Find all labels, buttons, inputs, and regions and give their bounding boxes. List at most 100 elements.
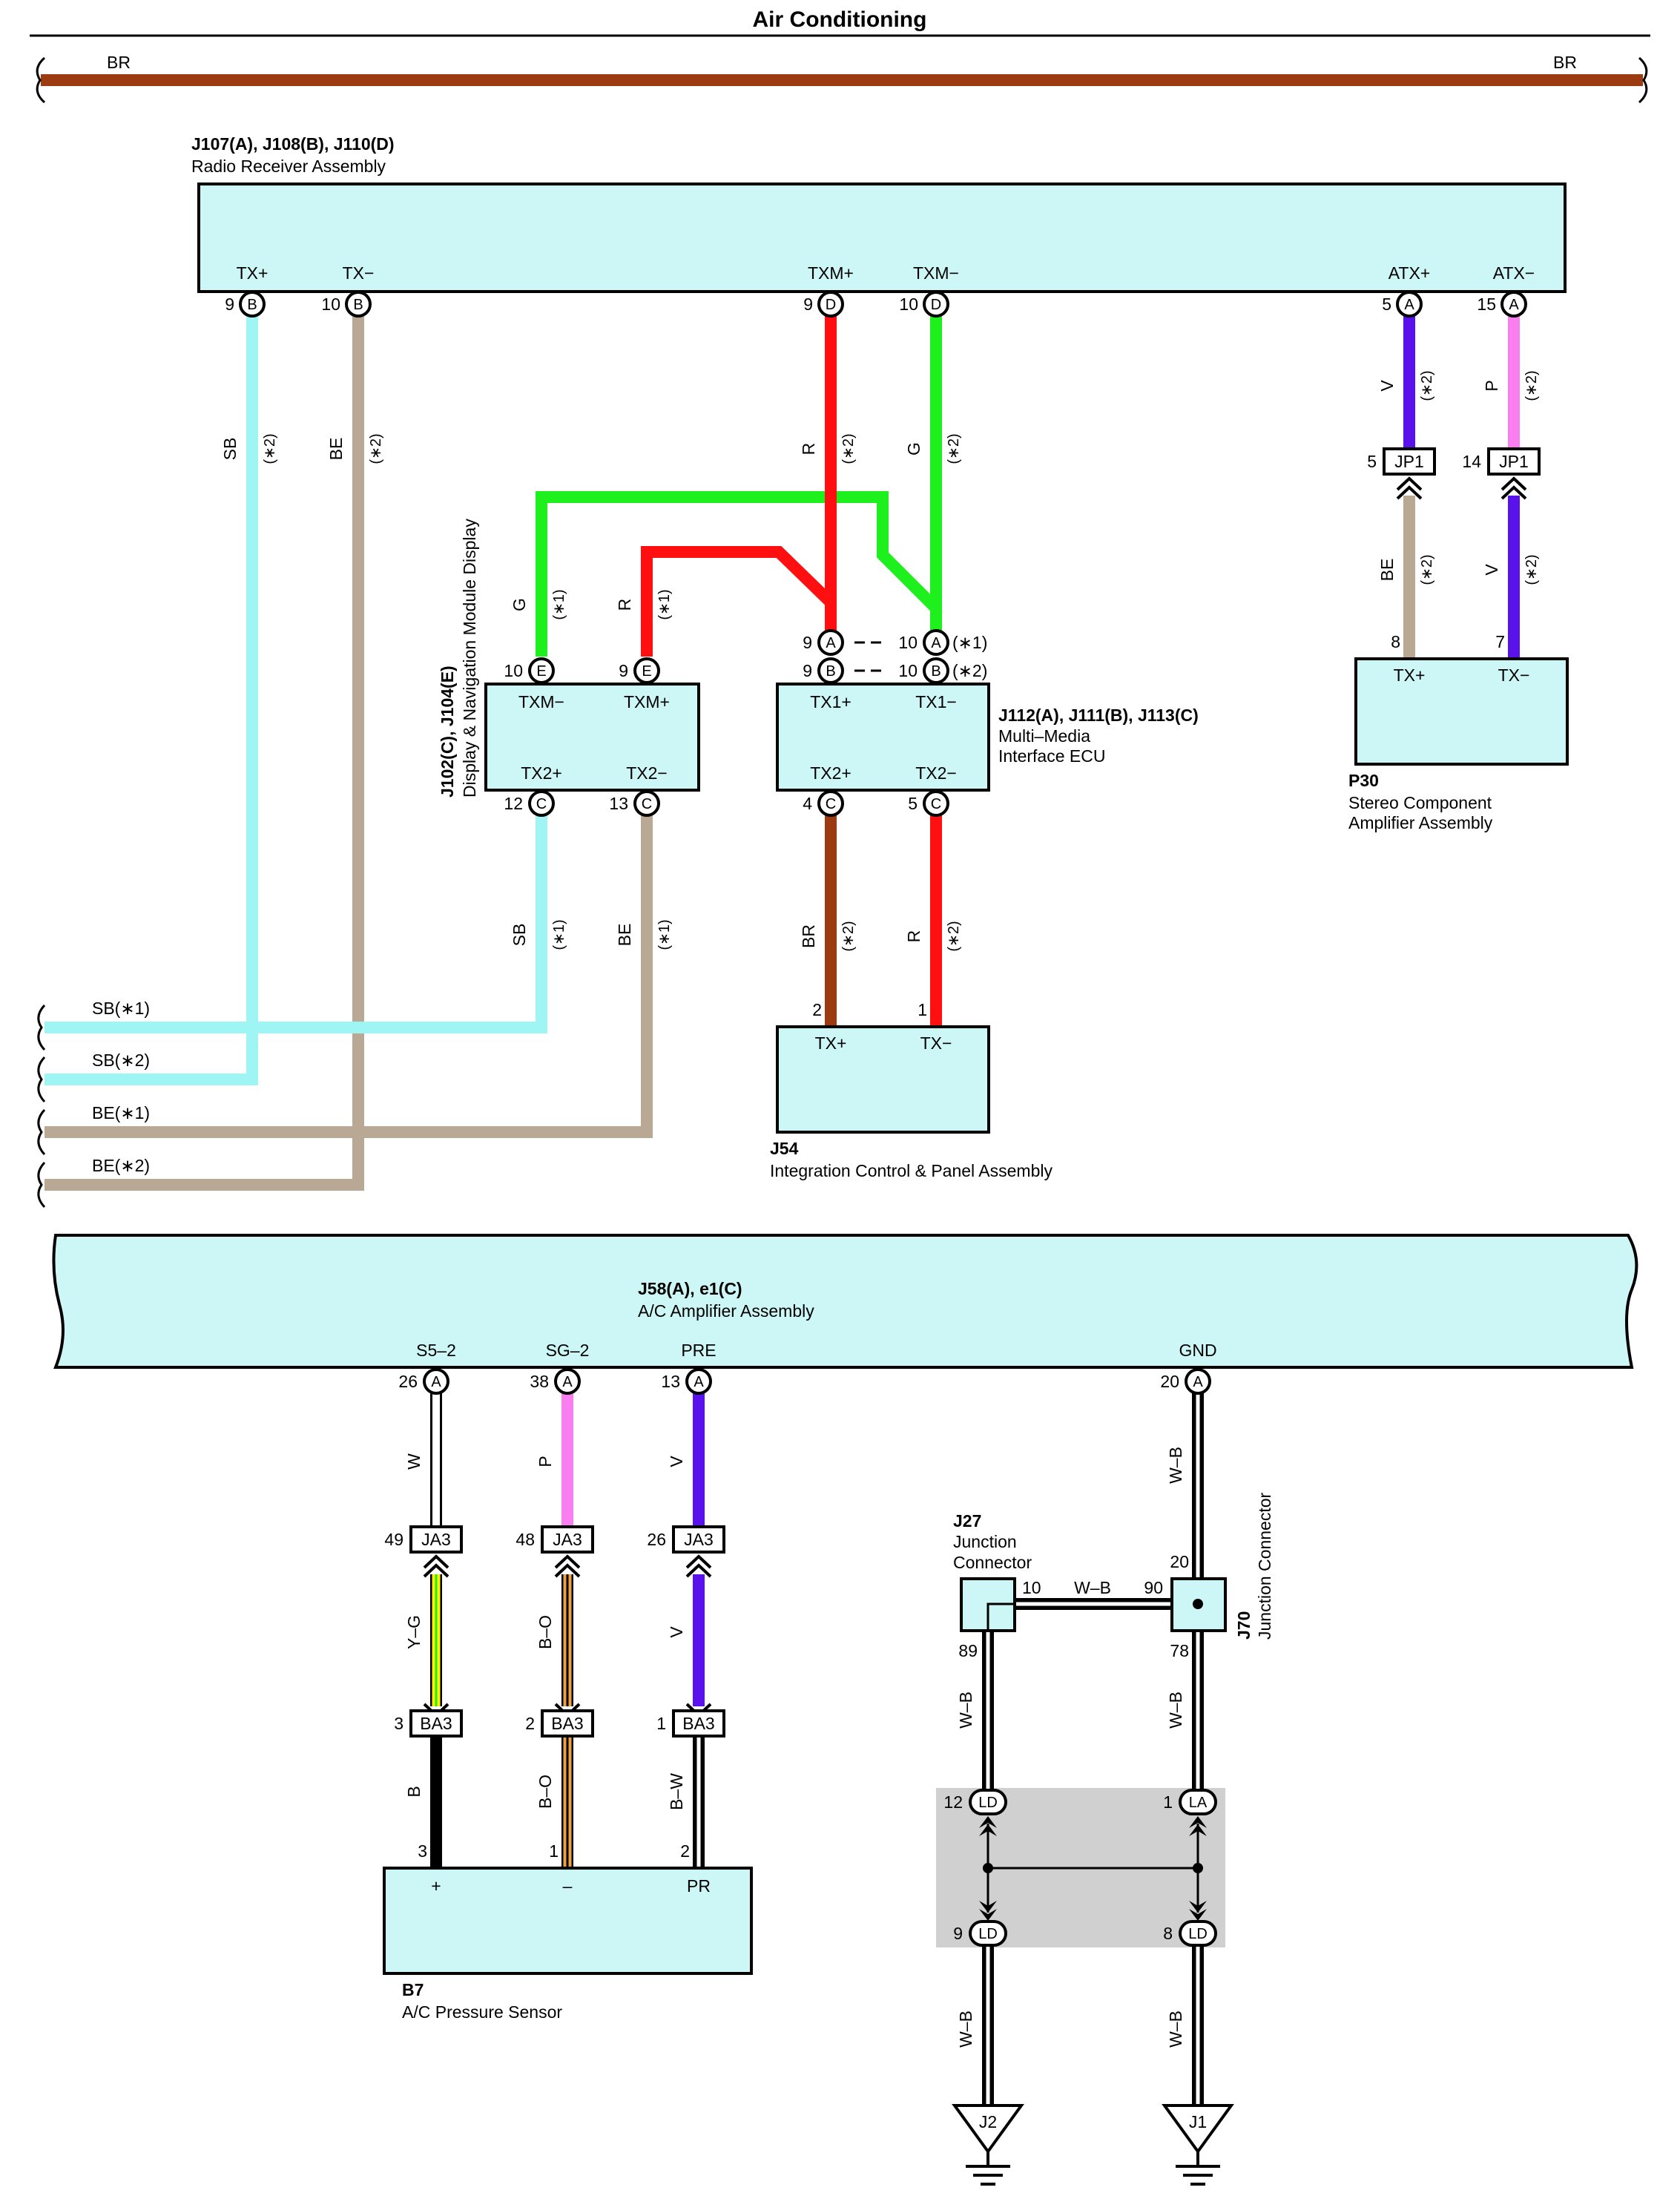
- jp1-pin-right: 14: [1462, 452, 1481, 471]
- ground-j1: J1: [1162, 2104, 1234, 2186]
- wire-label-sb1-color: SB: [510, 924, 529, 947]
- amp-name-1: Stereo Component: [1348, 793, 1492, 812]
- wire-label-be2-color: BE: [326, 438, 346, 461]
- wire-label-r1-note: (∗1): [656, 589, 673, 619]
- display-pin-conn-tx2p: C: [536, 796, 547, 812]
- wire-label-be2-note: (∗2): [368, 433, 384, 464]
- ground-label-j2: J2: [979, 2112, 997, 2131]
- ld-pin-bl: LD 9: [953, 1920, 1007, 1947]
- ac-amp-pin-num-s52: 26: [398, 1372, 418, 1391]
- wire-label-r2b-color: R: [904, 930, 923, 943]
- amp-pin-num-txp: 8: [1391, 632, 1400, 651]
- upper-wire-labels: SB (∗2) BE (∗2) R (∗2) G (∗2) V (∗2) P (…: [220, 370, 1540, 951]
- lower-wire-labels: W P V Y–G B–O V B B–O B–W: [404, 1453, 686, 1810]
- left-bus-label-be1: BE(∗1): [92, 1103, 150, 1122]
- left-bus-label-be2: BE(∗2): [92, 1156, 150, 1175]
- mmi-pin-note-b10: (∗2): [952, 661, 987, 680]
- mmi-pin-num-a10: 10: [898, 633, 918, 652]
- ac-amp-name: A/C Amplifier Assembly: [638, 1301, 814, 1321]
- mmi-pin-num-a9: 9: [803, 633, 812, 652]
- display-pin-conn-txmm: E: [536, 663, 546, 680]
- wire-label-wb-h: W–B: [1074, 1578, 1111, 1597]
- ld-pin-br: LD 8: [1163, 1920, 1217, 1947]
- mmi-pin-label-tx1p: TX1+: [810, 692, 851, 711]
- radio-pin-txmp: D 9: [803, 291, 844, 318]
- ac-amp-pin-num-gnd: 20: [1160, 1372, 1179, 1391]
- ba3-pin-2: 2: [525, 1714, 535, 1733]
- j70-id: J70: [1234, 1611, 1254, 1640]
- wire-label-bo-b: B–O: [536, 1775, 555, 1809]
- mmi-dash-lines: [854, 641, 881, 672]
- mmi-pin-num-tx2p: 4: [803, 794, 812, 813]
- mmi-pin-label-tx2m: TX2−: [915, 763, 957, 783]
- display-pin-conn-tx2m: C: [642, 796, 652, 812]
- mmi-pin-num-tx2m: 5: [908, 794, 918, 813]
- diagram-title: Air Conditioning: [753, 7, 927, 32]
- ac-amp-box: [52, 1234, 1638, 1369]
- j70-splice: [1193, 1599, 1203, 1609]
- wire-g-1: [536, 491, 942, 657]
- wire-label-w: W: [404, 1453, 424, 1470]
- ld-pin-conn-bl: LD: [978, 1926, 998, 1942]
- mmi-pin-label-tx2p: TX2+: [810, 763, 851, 783]
- j70-name: Junction Connector: [1255, 1492, 1274, 1640]
- jp1-pin-left: 5: [1367, 452, 1377, 471]
- radio-pin-conn-txmp: D: [826, 297, 836, 313]
- ld-pin-num-br: 8: [1163, 1924, 1173, 1943]
- radio-pin-txm: B 10: [321, 291, 372, 318]
- display-pin-label-txmm: TXM−: [518, 692, 564, 711]
- left-bus-label-sb1: SB(∗1): [92, 999, 150, 1018]
- ground-j2: J2: [952, 2104, 1024, 2186]
- ac-amp-pin-label-gnd: GND: [1179, 1341, 1216, 1360]
- sensor-id: B7: [402, 1980, 424, 1999]
- radio-receiver-id: J107(A), J108(B), J110(D): [191, 134, 395, 154]
- sensor-pin-label-plus: +: [431, 1876, 441, 1896]
- ac-amp-pin-num-pre: 13: [661, 1372, 680, 1391]
- wire-label-be1-color: BE: [615, 924, 634, 947]
- display-pin-txmm: E 10: [504, 657, 555, 684]
- radio-pin-conn-txp: B: [247, 297, 257, 313]
- wire-label-v-b: V: [667, 1626, 686, 1638]
- wb-labels: W–B W–B W–B W–B W–B: [956, 1447, 1185, 2048]
- ac-amp-pin-label-pre: PRE: [681, 1341, 716, 1360]
- wire-label-v2b-color: V: [1482, 564, 1501, 576]
- radio-pin-conn-txmm: D: [931, 297, 941, 313]
- ac-amp-pin-s52: A 26: [398, 1368, 449, 1395]
- ba3-pin-3: 1: [656, 1714, 666, 1733]
- ba3-connectors: BA3 BA3 BA3 3 2 1: [394, 1703, 725, 1738]
- mmi-pin-b10: B 10 (∗2): [898, 657, 987, 684]
- wire-label-yg: Y–G: [404, 1615, 424, 1649]
- wire-label-br2-color: BR: [799, 924, 818, 948]
- wire-label-wb-right2: W–B: [1166, 2011, 1185, 2048]
- mmi-pin-label-tx1m: TX1−: [915, 692, 957, 711]
- ac-amp-pin-conn-sg2: A: [562, 1374, 573, 1390]
- display-box: [484, 683, 700, 792]
- wire-sb-2: [45, 315, 258, 1085]
- radio-pin-conn-atxm: A: [1509, 297, 1519, 313]
- display-id: J102(C), J104(E): [438, 665, 457, 798]
- display-pin-txmp: E 9: [619, 657, 660, 684]
- top-bus-label-left: BR: [107, 53, 131, 72]
- wire-label-b: B: [404, 1786, 424, 1797]
- ac-amp-pin-label-s52: S5–2: [416, 1341, 456, 1360]
- jp1-label-left: JP1: [1394, 452, 1424, 471]
- ac-amp-id: J58(A), e1(C): [638, 1279, 742, 1298]
- mmi-pin-conn-a10: A: [931, 635, 941, 651]
- ba3-label-1: BA3: [420, 1714, 452, 1733]
- mmi-pin-a9: A 9: [803, 629, 844, 656]
- wire-label-wb-left2: W–B: [956, 2011, 975, 2048]
- amp-pin-num-txm: 7: [1495, 632, 1505, 651]
- ja3-pin-2: 48: [515, 1530, 535, 1549]
- ld-pin-num-tl: 12: [943, 1792, 963, 1812]
- ac-amp-pin-label-sg2: SG–2: [546, 1341, 590, 1360]
- wire-label-g1-note: (∗1): [551, 589, 567, 619]
- radio-pin-atxm: A 15: [1477, 291, 1527, 318]
- ac-amp-pin-gnd: A 20: [1160, 1368, 1211, 1395]
- display-pin-tx2p: C 12: [504, 790, 555, 817]
- wire-label-p2-color: P: [1482, 380, 1501, 391]
- mmi-pin-note-a10: (∗1): [952, 633, 987, 652]
- wire-label-wb-top: W–B: [1166, 1447, 1185, 1484]
- ld-pin-tr: LA 1: [1163, 1789, 1217, 1815]
- jp1-connector-left: JP1 5: [1367, 447, 1436, 500]
- sensor-box: [383, 1867, 753, 1975]
